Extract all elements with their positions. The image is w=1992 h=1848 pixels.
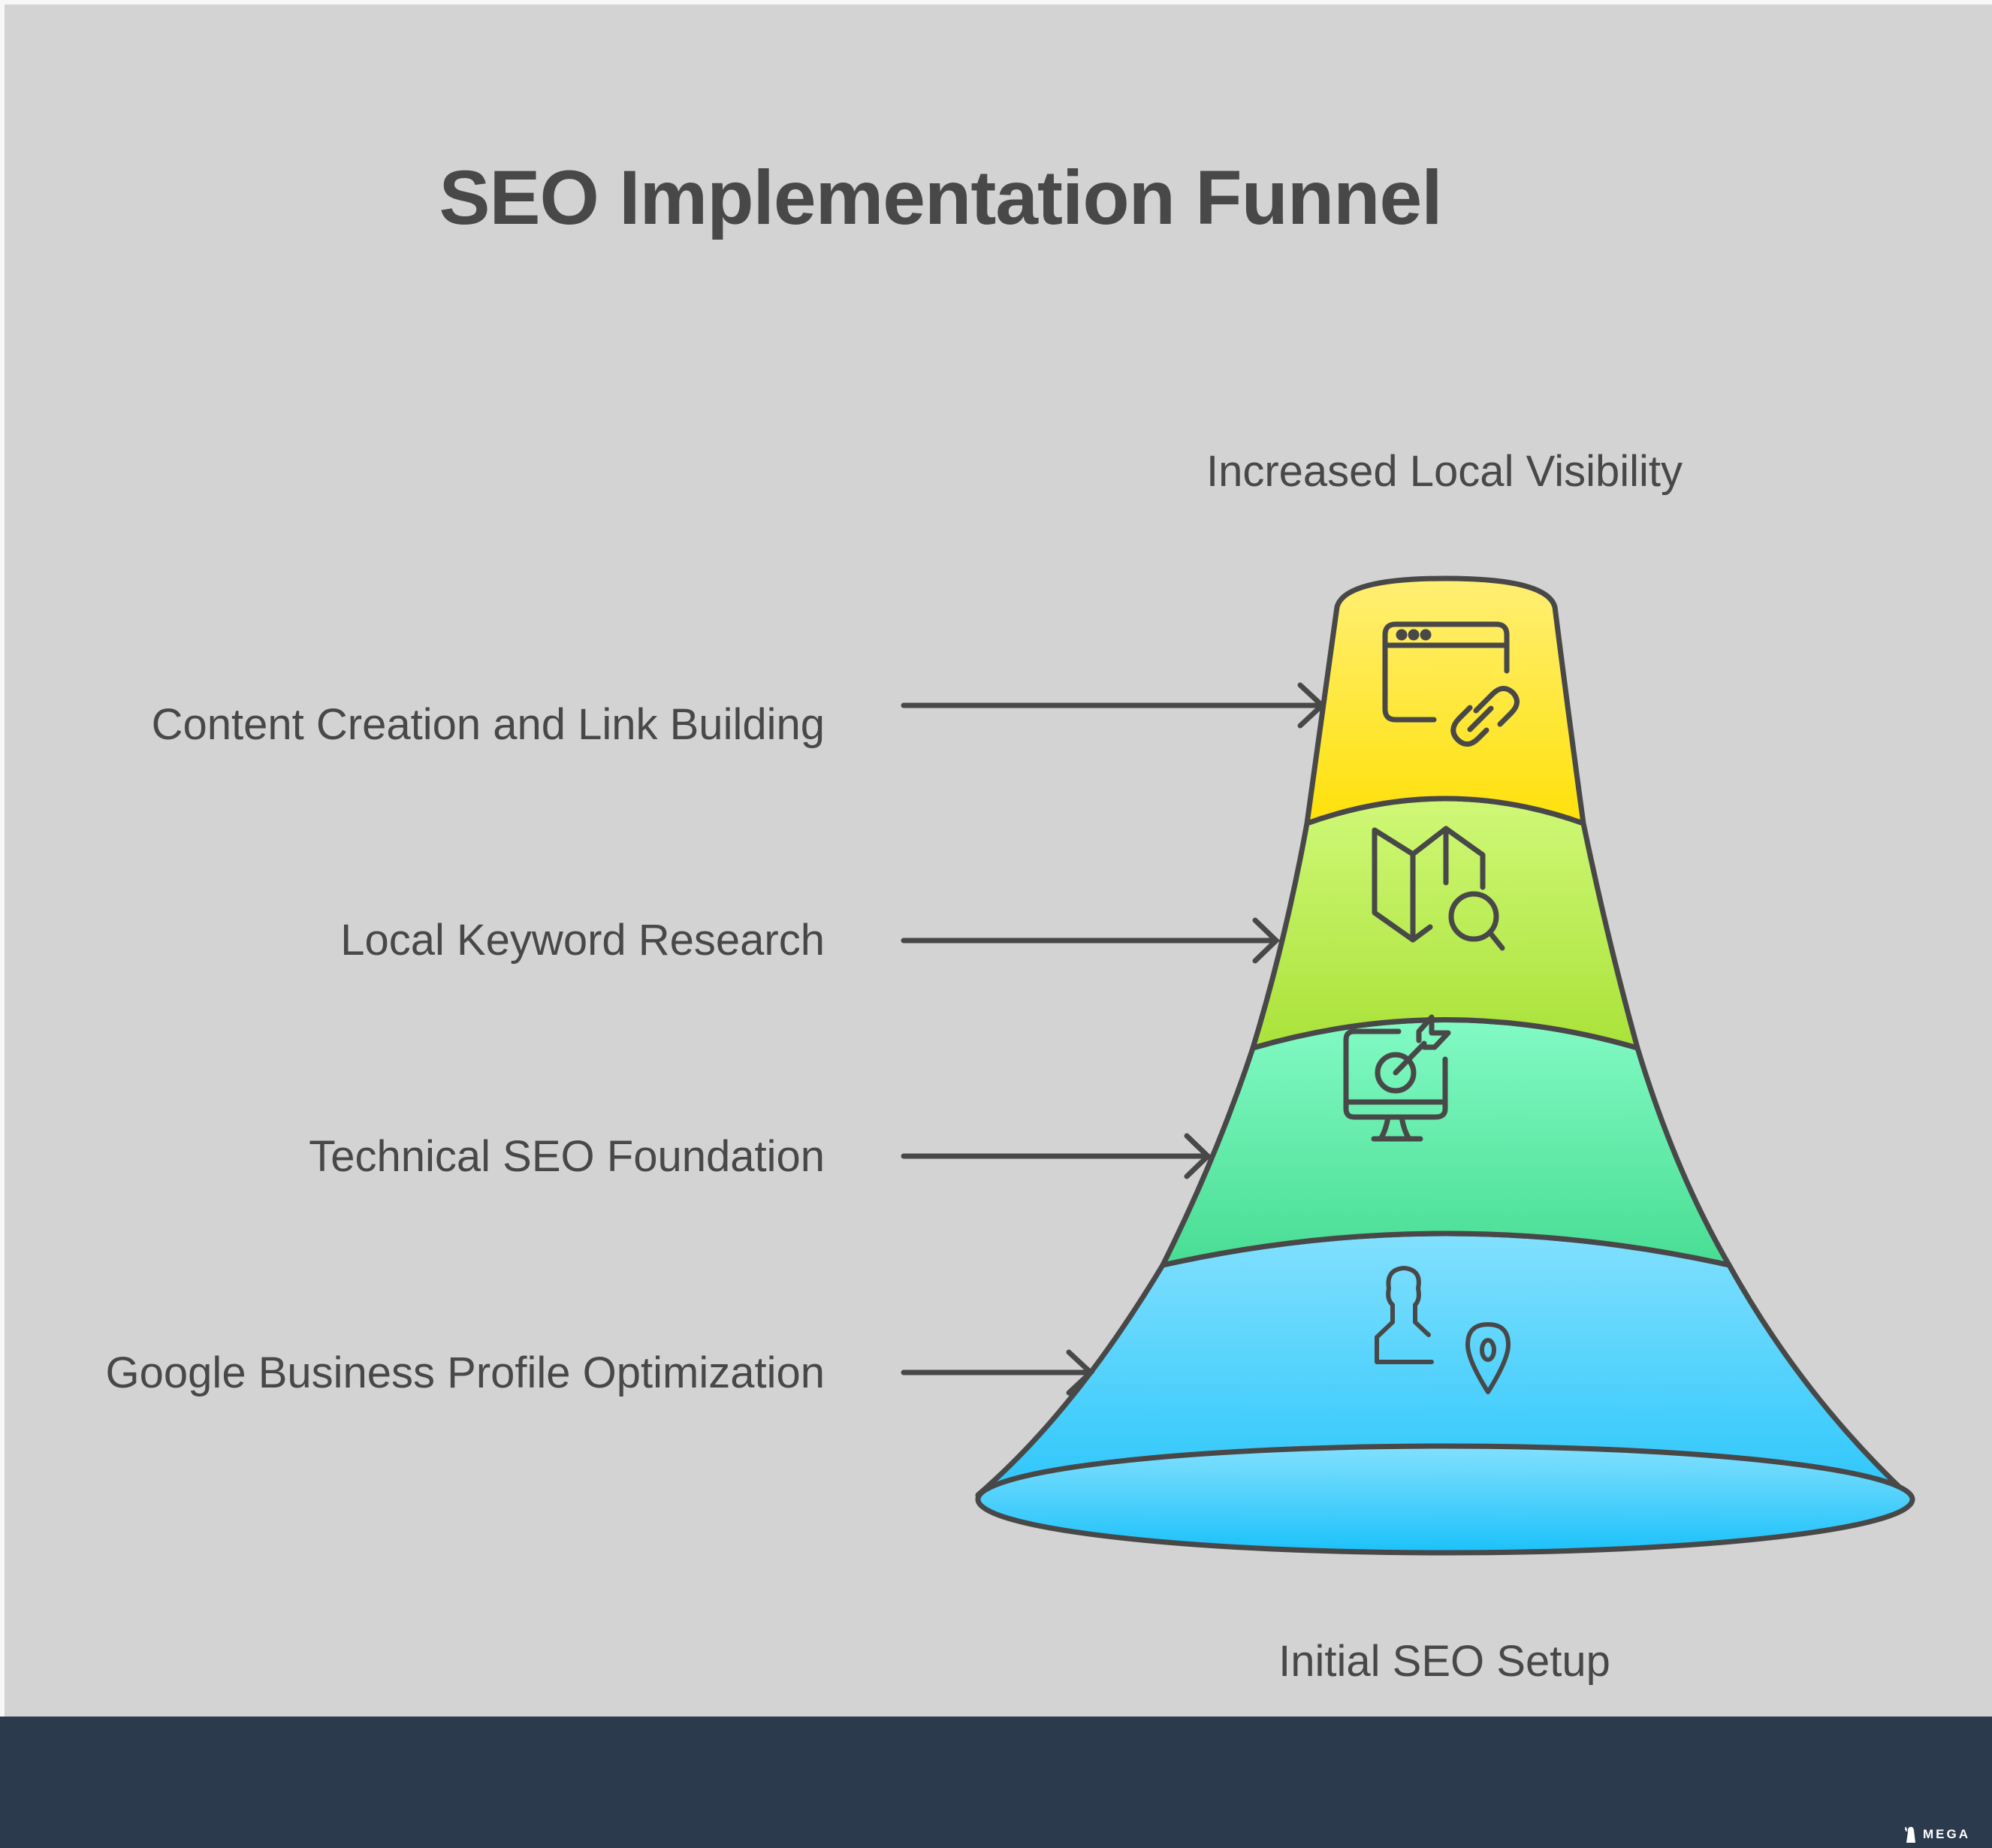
diagram-title: SEO Implementation Funnel xyxy=(439,155,1442,240)
stage-label-1: Content Creation and Link Building xyxy=(151,700,825,749)
arrow-stage-3 xyxy=(901,1133,1212,1179)
stage-label-3: Technical SEO Foundation xyxy=(309,1132,825,1181)
stage-label-2: Local Keyword Research xyxy=(340,916,825,965)
title-container: SEO Implementation Funnel xyxy=(415,154,1466,242)
user-location-icon xyxy=(1375,1266,1511,1394)
funnel-stage-1 xyxy=(1304,575,1586,826)
brand-logo: MEGA xyxy=(1903,1825,1970,1844)
brand-name: MEGA xyxy=(1923,1827,1970,1841)
footer-bar xyxy=(0,1717,1992,1848)
funnel-stage-3 xyxy=(1160,1017,1732,1268)
mega-mascot-icon xyxy=(1905,1826,1915,1843)
funnel-base-ellipse xyxy=(975,1443,1915,1556)
bottom-start-label: Initial SEO Setup xyxy=(1278,1637,1610,1686)
arrow-stage-4 xyxy=(901,1349,1095,1396)
top-outcome-label: Increased Local Visibility xyxy=(1206,447,1683,496)
stage-label-4: Google Business Profile Optimization xyxy=(105,1348,825,1397)
arrow-stage-2 xyxy=(901,917,1281,964)
monitor-target-icon xyxy=(1343,1014,1451,1142)
browser-link-icon xyxy=(1382,621,1520,747)
arrow-stage-1 xyxy=(901,682,1326,729)
map-search-icon xyxy=(1372,826,1505,951)
